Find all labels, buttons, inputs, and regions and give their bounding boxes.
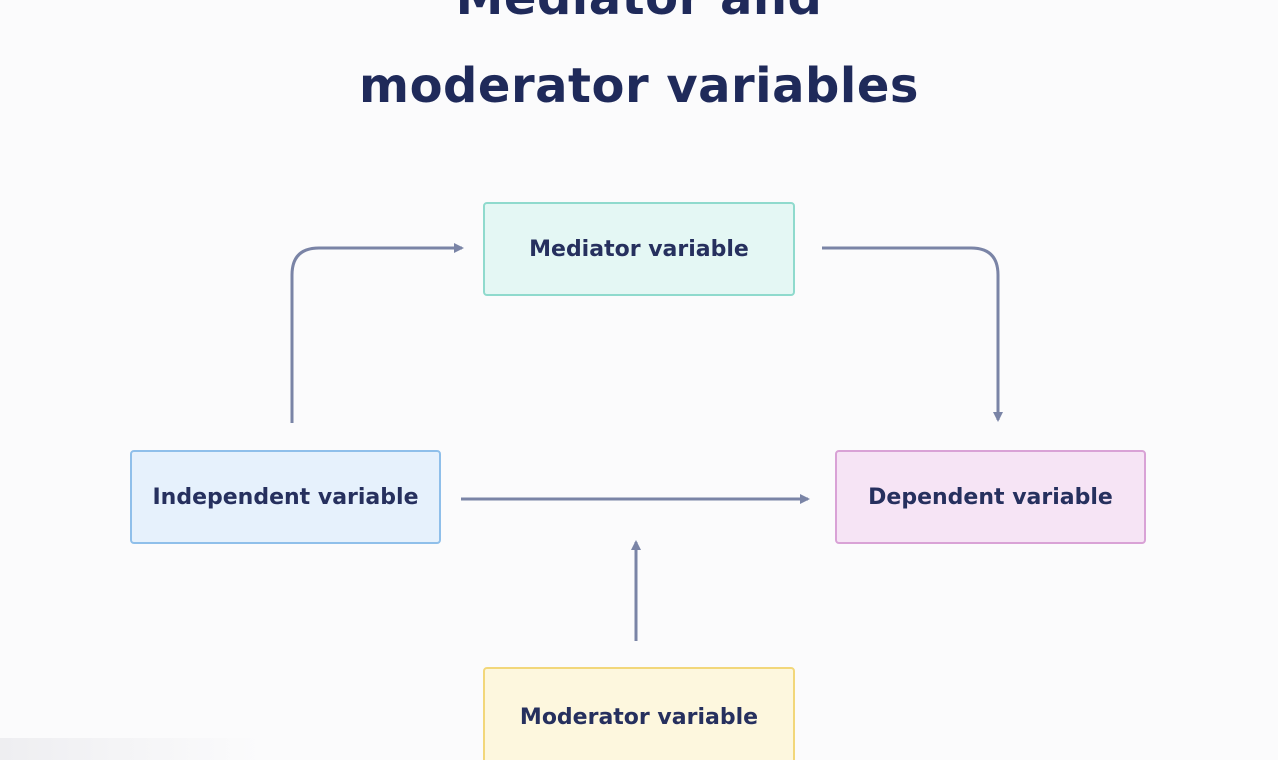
dependent-variable-box: Dependent variable	[835, 450, 1146, 544]
independent-variable-box: Independent variable	[130, 450, 441, 544]
bottom-shadow	[0, 738, 260, 760]
dependent-variable-label: Dependent variable	[868, 484, 1113, 510]
arrow-independent-to-mediator	[290, 243, 464, 423]
mediator-variable-box: Mediator variable	[483, 202, 795, 296]
independent-variable-label: Independent variable	[152, 484, 419, 510]
title-line-1: Mediator and	[0, 0, 1278, 26]
arrow-mediator-to-dependent	[822, 246, 1003, 422]
moderator-variable-label: Moderator variable	[519, 704, 759, 730]
moderator-variable-box: Moderator variable	[483, 667, 795, 760]
title-line-2: moderator variables	[359, 58, 919, 114]
mediator-variable-label: Mediator variable	[529, 236, 749, 262]
